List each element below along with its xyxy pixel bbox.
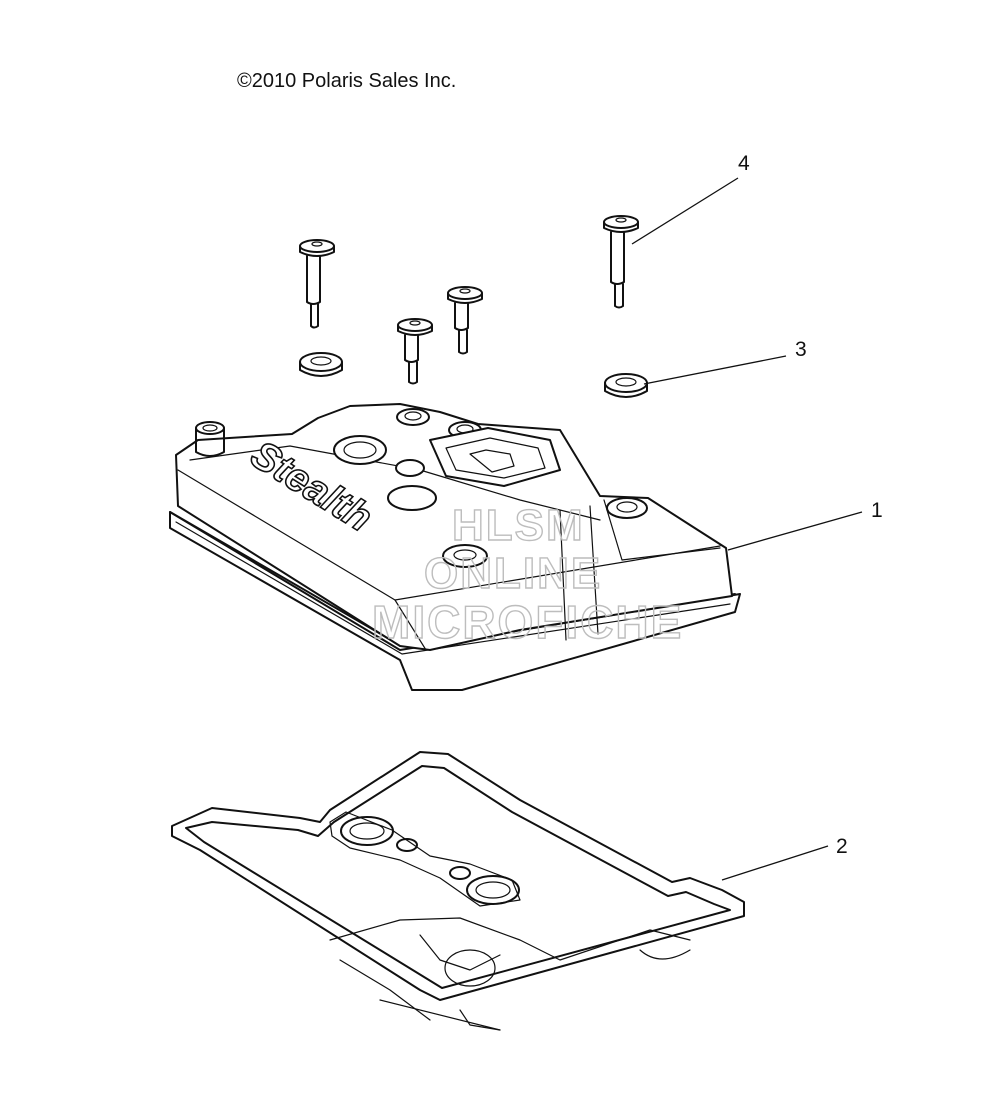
- callout-label: 1: [871, 499, 883, 522]
- leader-line: [643, 355, 787, 385]
- valve-cover-gasket: [171, 751, 745, 1031]
- screw: [299, 239, 335, 329]
- callout-1: 1: [727, 499, 883, 551]
- callout-label: 3: [795, 338, 807, 361]
- callout-4: 4: [631, 152, 750, 245]
- leader-line: [727, 511, 863, 551]
- screw-group: [299, 215, 639, 385]
- callout-2: 2: [721, 835, 848, 881]
- watermark: HLSM ONLINE MICROFICHE: [371, 500, 683, 648]
- screw: [447, 286, 483, 355]
- callout-label: 2: [836, 835, 848, 858]
- grommet: [299, 352, 343, 377]
- copyright-text: ©2010 Polaris Sales Inc.: [237, 70, 456, 92]
- valve-cover: Stealth: [169, 403, 741, 691]
- screw: [603, 215, 639, 309]
- callout-3: 3: [643, 338, 807, 385]
- callout-label: 4: [738, 152, 750, 175]
- watermark-line-2: ONLINE: [424, 549, 602, 598]
- leader-line: [721, 845, 829, 881]
- watermark-line-3: MICROFICHE: [372, 596, 683, 648]
- grommet-group: [299, 352, 648, 398]
- screw: [397, 318, 433, 385]
- grommet: [604, 373, 648, 398]
- watermark-line-1: HLSM: [452, 501, 585, 550]
- leader-line: [631, 177, 739, 245]
